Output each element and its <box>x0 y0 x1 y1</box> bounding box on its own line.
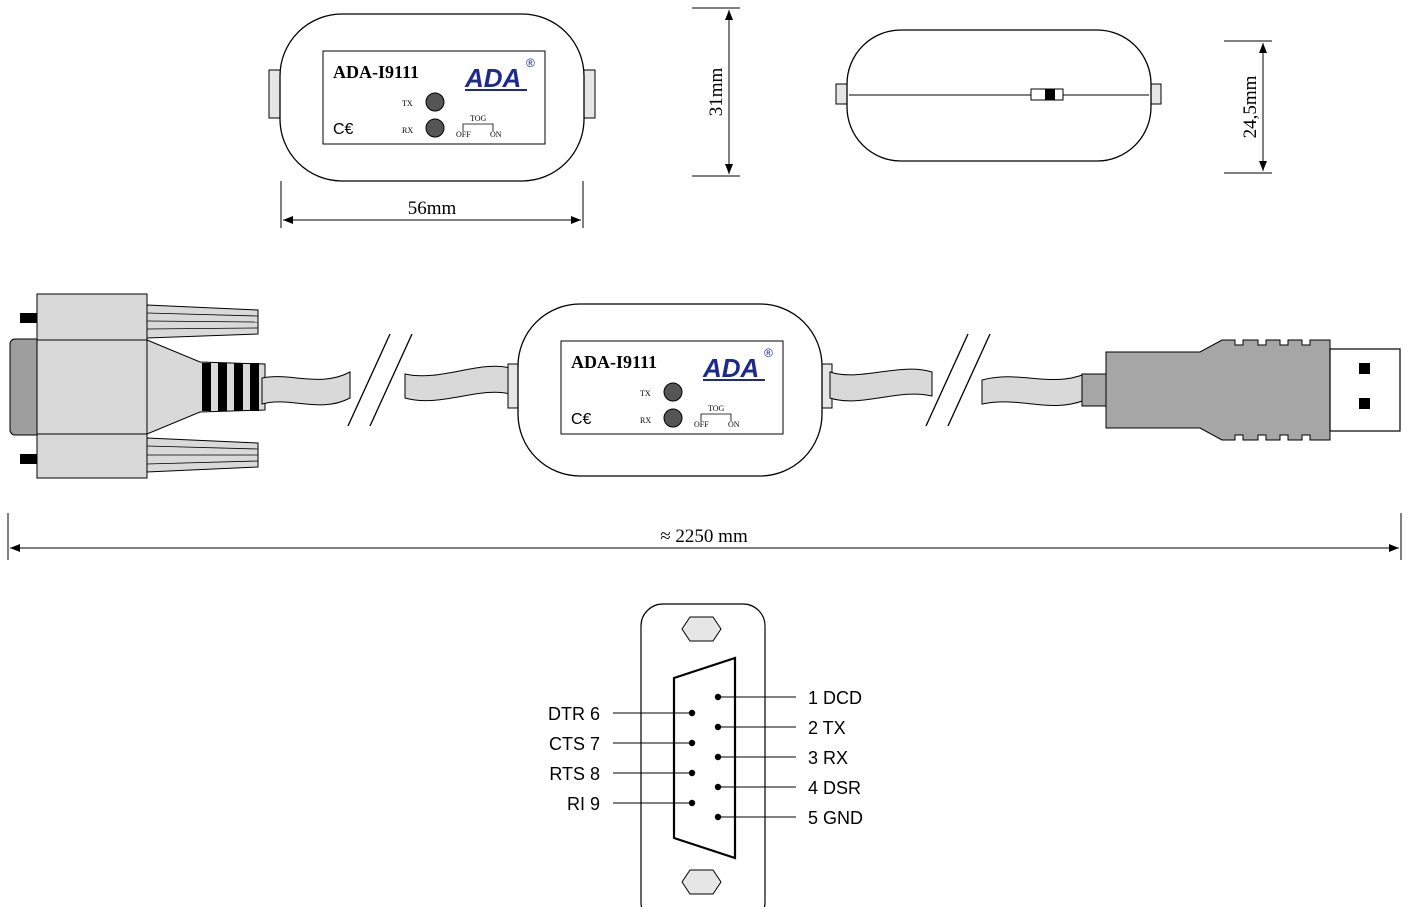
device-middle: ADA-I9111 ADA ® TX RX C€ TOG OFF ON <box>507 303 833 477</box>
on-label: ON <box>490 130 502 139</box>
pin-label-5: 5 GND <box>808 808 863 828</box>
usb-connector <box>1081 339 1401 441</box>
db9-shell <box>672 656 737 860</box>
rx-label: RX <box>402 126 413 135</box>
width-label: 56mm <box>408 198 457 219</box>
pin-label-2: 2 TX <box>808 718 846 738</box>
pin-4: 4 DSR <box>714 778 861 798</box>
pin-8: RTS 8 <box>549 764 696 784</box>
tx-label-middle: TX <box>640 389 651 398</box>
front-view: ADA-I9111 ADA ® TX RX C€ TOG OFF ON <box>268 13 596 182</box>
on-label-middle: ON <box>728 420 740 429</box>
depth-label: 24,5mm <box>1240 75 1261 138</box>
db9-connector <box>9 293 266 479</box>
mount-hole-top <box>681 616 722 642</box>
pin-label-7: CTS 7 <box>549 734 600 754</box>
length-dimension: ≈ 2250 mm <box>7 513 1402 560</box>
pin-label-4: 4 DSR <box>808 778 861 798</box>
pin-1: 1 DCD <box>714 688 862 708</box>
width-dimension: 56mm <box>280 181 584 228</box>
rx-label-middle: RX <box>640 416 651 425</box>
height-label: 31mm <box>706 68 727 117</box>
rx-led-middle <box>663 408 683 428</box>
tx-led-middle <box>663 382 683 402</box>
pin-label-3: 3 RX <box>808 748 848 768</box>
cable-assembly: ADA-I9111 ADA ® TX RX C€ TOG OFF ON <box>9 293 1401 479</box>
pin-label-8: RTS 8 <box>549 764 600 784</box>
pin-label-1: 1 DCD <box>808 688 862 708</box>
side-view <box>835 29 1162 162</box>
pin-9: RI 9 <box>567 794 696 814</box>
off-label: OFF <box>456 130 471 139</box>
registered-mark: ® <box>526 56 535 70</box>
pin-label-6: DTR 6 <box>548 704 600 724</box>
brand-logo: ADA <box>464 63 521 93</box>
brand-logo-middle: ADA <box>702 353 759 383</box>
model-label: ADA-I9111 <box>333 62 419 82</box>
model-label-middle: ADA-I9111 <box>571 352 657 372</box>
off-label-middle: OFF <box>694 420 709 429</box>
mount-hole-bottom <box>681 869 722 895</box>
pin-6: DTR 6 <box>548 704 696 724</box>
pin-7: CTS 7 <box>549 734 696 754</box>
length-label: ≈ 2250 mm <box>660 526 748 547</box>
depth-dimension: 24,5mm <box>1224 40 1272 174</box>
tog-label: TOG <box>470 114 487 123</box>
tx-label: TX <box>402 99 413 108</box>
ce-mark-middle: C€ <box>571 411 592 428</box>
pin-2: 2 TX <box>714 718 846 738</box>
pin-3: 3 RX <box>714 748 848 768</box>
rx-led <box>425 118 445 138</box>
db9-pinout: 1 DCD 2 TX 3 RX 4 DSR 5 GND DTR 6 <box>548 603 863 907</box>
ce-mark: C€ <box>333 121 354 138</box>
tog-label-middle: TOG <box>708 404 725 413</box>
height-dimension: 31mm <box>692 7 740 177</box>
pin-label-9: RI 9 <box>567 794 600 814</box>
tx-led <box>425 92 445 112</box>
registered-mark-middle: ® <box>764 346 773 360</box>
pin-5: 5 GND <box>714 808 863 828</box>
